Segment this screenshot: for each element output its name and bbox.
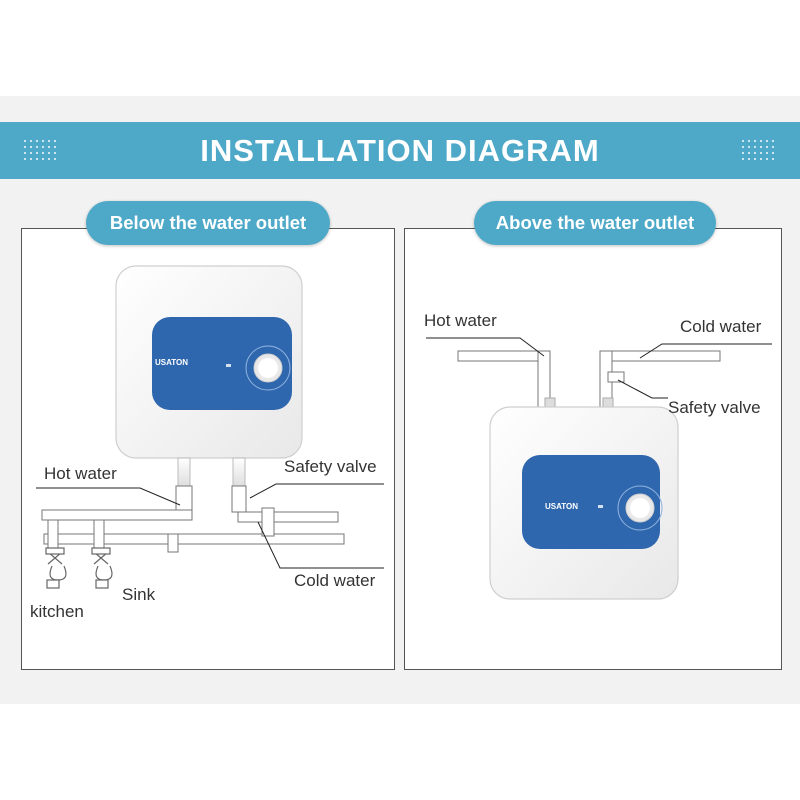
heading-below-outlet: Below the water outlet xyxy=(86,201,330,245)
sink-valves xyxy=(45,547,113,589)
label-cold-water-right: Cold water xyxy=(680,317,762,336)
label-safety-valve-right: Safety valve xyxy=(668,398,761,417)
brand-logo-left: USATON xyxy=(155,358,189,367)
dot-pattern-left xyxy=(22,138,60,164)
label-sink: Sink xyxy=(122,585,156,604)
label-kitchen: kitchen xyxy=(30,602,84,621)
label-safety-valve-left: Safety valve xyxy=(284,457,377,476)
heading-above-outlet: Above the water outlet xyxy=(474,201,716,245)
label-cold-water-left: Cold water xyxy=(294,571,376,590)
dot-pattern-right xyxy=(740,138,778,164)
water-heater-left xyxy=(115,265,303,459)
page-title: INSTALLATION DIAGRAM xyxy=(200,133,600,168)
label-hot-water-right: Hot water xyxy=(424,311,497,330)
title-banner: INSTALLATION DIAGRAM xyxy=(0,122,800,179)
brand-logo-right: USATON xyxy=(545,502,579,511)
water-heater-right xyxy=(489,406,679,600)
label-hot-water-left: Hot water xyxy=(44,464,117,483)
